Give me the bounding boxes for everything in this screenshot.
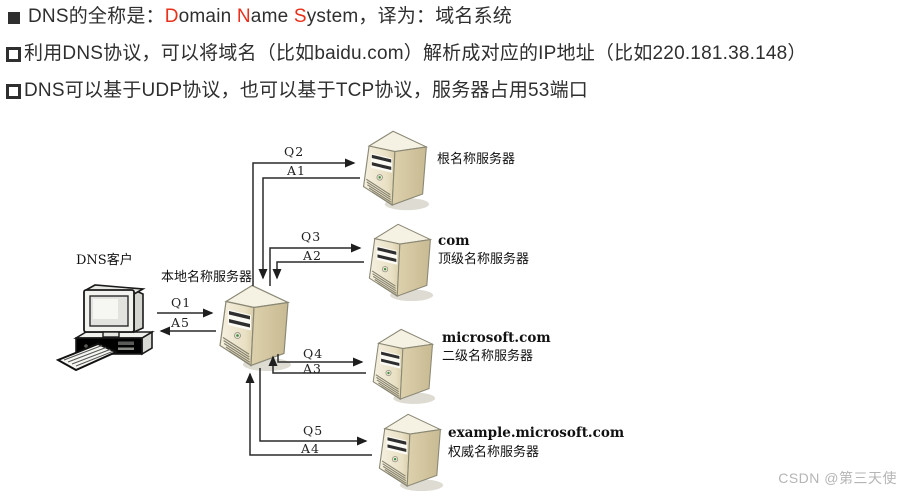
filled-square-bullet-icon <box>8 12 20 24</box>
message-label-a4: A4 <box>301 441 320 456</box>
bullet-line-3-text: DNS可以基于UDP协议，也可以基于TCP协议，服务器占用53端口 <box>24 80 588 101</box>
message-label-a2: A2 <box>303 248 322 263</box>
com-top-level-server-icon <box>368 223 434 302</box>
arrow-q3 <box>269 243 362 286</box>
bullet-line-2-text: 利用DNS协议，可以将域名（比如baidu.com）解析成对应的IP地址（比如2… <box>24 43 807 64</box>
arrow-a1 <box>258 177 360 280</box>
bullet-line-1: DNS的全称是：Domain Name System，译为：域名系统 <box>6 4 904 30</box>
root-name-server-icon <box>362 130 430 211</box>
com-server-label: 顶级名称服务器 <box>438 252 530 267</box>
dns-client-label: DNS客户 <box>76 253 133 268</box>
dns-resolution-diagram: DNS客户 本地名称服务器 根名称服务器 com 顶级名称服务器 microso… <box>0 110 907 500</box>
local-name-server-icon <box>219 284 292 372</box>
arrow-q2 <box>252 158 356 286</box>
slide-bullets: DNS的全称是：Domain Name System，译为：域名系统 利用DNS… <box>6 4 904 115</box>
bullet-line-1-text: DNS的全称是：Domain Name System，译为：域名系统 <box>28 6 512 27</box>
diagram-canvas <box>57 130 444 492</box>
authoritative-server-icon <box>378 413 444 492</box>
dns-client-computer-icon <box>57 284 153 371</box>
hollow-square-bullet-icon <box>6 47 21 62</box>
message-label-a3: A3 <box>303 361 322 376</box>
message-label-a5: A5 <box>171 315 190 330</box>
arrow-a4 <box>245 372 372 456</box>
hollow-square-bullet-icon <box>6 84 21 99</box>
message-label-q2: Q2 <box>284 144 305 159</box>
arrow-q4 <box>277 354 364 367</box>
csdn-watermark: CSDN @第三天使 <box>778 470 897 486</box>
message-label-q5: Q5 <box>303 423 324 438</box>
authoritative-server-label: 权威名称服务器 <box>448 445 540 460</box>
authoritative-server-name: example.microsoft.com <box>448 425 625 441</box>
arrow-a3 <box>268 355 366 374</box>
microsoft-second-level-server-icon <box>372 328 436 405</box>
message-label-q4: Q4 <box>303 346 324 361</box>
bullet-line-3: DNS可以基于UDP协议，也可以基于TCP协议，服务器占用53端口 <box>6 78 904 104</box>
bullet-line-2: 利用DNS协议，可以将域名（比如baidu.com）解析成对应的IP地址（比如2… <box>6 41 904 67</box>
microsoft-server-label: 二级名称服务器 <box>442 349 534 364</box>
message-label-a1: A1 <box>287 163 306 178</box>
com-server-name: com <box>438 233 470 249</box>
microsoft-server-name: microsoft.com <box>442 330 551 346</box>
arrow-q5 <box>259 368 368 446</box>
message-label-q3: Q3 <box>301 229 322 244</box>
arrow-a2 <box>272 261 364 280</box>
root-server-label: 根名称服务器 <box>437 152 516 167</box>
dns-message-arrows <box>157 158 372 456</box>
message-label-q1: Q1 <box>171 295 192 310</box>
local-name-server-label: 本地名称服务器 <box>161 270 253 285</box>
